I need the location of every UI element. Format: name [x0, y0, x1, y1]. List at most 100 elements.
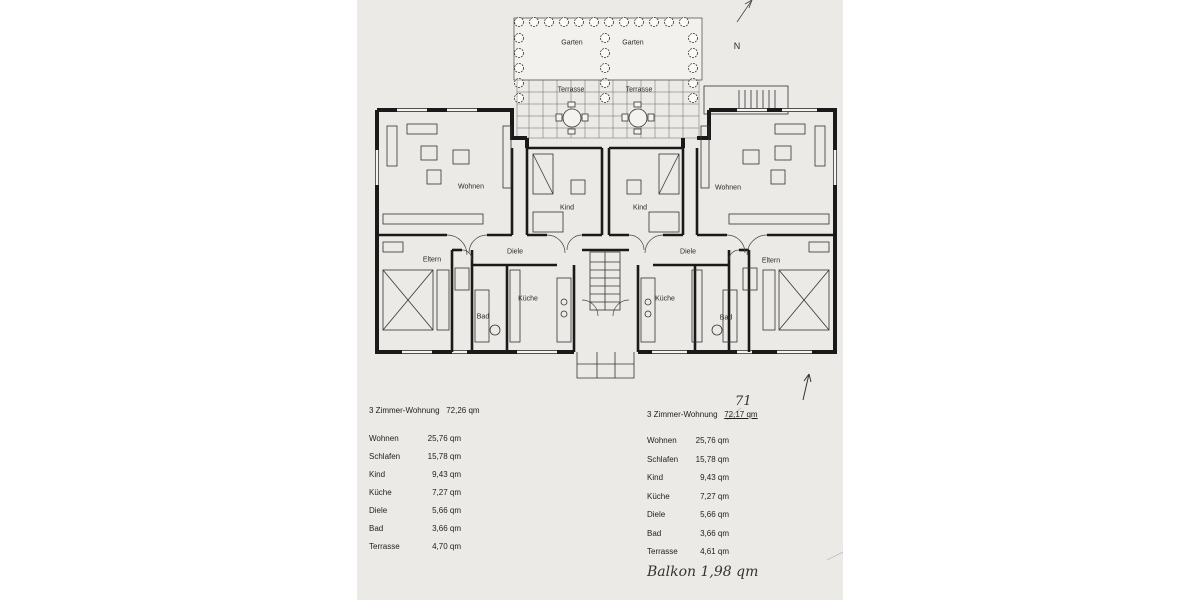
room-area: 5,66 qm — [432, 506, 461, 515]
shrub-icon — [604, 17, 614, 27]
shrub-icon — [529, 17, 539, 27]
room-name: Schlafen — [647, 454, 679, 464]
balcony-top-right — [703, 85, 789, 115]
area-row: Kind 9,43 qm — [369, 470, 529, 482]
label-bath-right: Bad — [719, 314, 733, 322]
shrub-icon — [544, 17, 554, 27]
floor-plan-drawing — [375, 0, 843, 561]
label-child-left: Kind — [559, 204, 575, 212]
area-row: Schlafen 15,78 qm — [647, 455, 807, 467]
shrub-icon — [600, 63, 610, 73]
shrub-icon — [649, 17, 659, 27]
area-row: Wohnen 25,76 qm — [647, 436, 807, 448]
north-label: N — [733, 41, 741, 51]
label-terrace-left: Terrasse — [557, 86, 585, 94]
label-terrace-right: Terrasse — [625, 86, 653, 94]
room-area: 9,43 qm — [700, 473, 729, 482]
shrub-icon — [600, 48, 610, 58]
label-kitchen-right: Küche — [655, 295, 675, 303]
room-area: 15,78 qm — [695, 454, 729, 464]
table-total: 72,26 qm — [446, 406, 480, 415]
room-name: Diele — [647, 510, 666, 519]
shrub-icon — [688, 78, 698, 88]
label-parents-left: Eltern — [422, 256, 442, 264]
exterior-walls — [375, 108, 837, 354]
room-area: 25,76 qm — [695, 436, 729, 445]
shrub-icon — [514, 48, 524, 58]
label-garden-right: Garten — [622, 39, 644, 47]
terrace-tables — [555, 101, 655, 135]
shrub-icon — [514, 33, 524, 43]
entrance-arrow — [802, 373, 812, 401]
shrub-icon — [559, 17, 569, 27]
shrub-icon — [688, 93, 698, 103]
room-area: 7,27 qm — [700, 491, 729, 501]
area-row: Terrasse 4,61 qm — [647, 547, 807, 559]
room-area: 3,66 qm — [432, 524, 461, 533]
label-living-left: Wohnen — [458, 183, 484, 191]
label-hall-right: Diele — [680, 248, 696, 256]
room-area: 15,78 qm — [427, 452, 461, 461]
label-garden-left: Garten — [561, 39, 583, 47]
interior-walls — [377, 146, 835, 352]
shrub-icon — [619, 17, 629, 27]
garden-shrubs — [514, 17, 698, 103]
room-name: Schlafen — [369, 452, 401, 461]
room-name: Kind — [647, 473, 664, 482]
area-table-left: 3 Zimmer-Wohnung 72,26 qm Wohnen 25,76 qm… — [369, 406, 569, 556]
furniture — [382, 123, 830, 343]
room-area: 5,66 qm — [700, 510, 729, 519]
door-swings — [446, 234, 768, 317]
north-arrow — [736, 0, 753, 23]
shrub-icon — [600, 33, 610, 43]
shrub-icon — [688, 33, 698, 43]
shrub-icon — [574, 17, 584, 27]
room-area: 9,43 qm — [432, 470, 461, 479]
room-name: Kind — [369, 470, 386, 479]
handwritten-total-correction: 71 — [735, 394, 752, 409]
area-row: Schlafen 15,78 qm — [369, 452, 529, 464]
room-name: Küche — [647, 491, 670, 501]
room-area: 3,66 qm — [700, 528, 729, 538]
label-kitchen-left: Küche — [518, 295, 538, 303]
handwritten-balcony-note: Balkon 1,98 qm — [647, 564, 759, 580]
table-title-text: 3 Zimmer-Wohnung — [369, 406, 440, 415]
table-title-right: 3 Zimmer-Wohnung 72,17 qm — [647, 410, 758, 419]
room-name: Diele — [369, 506, 388, 515]
shrub-icon — [664, 17, 674, 27]
room-area: 4,61 qm — [700, 547, 729, 556]
table-title-left: 3 Zimmer-Wohnung 72,26 qm — [369, 406, 480, 415]
windows — [375, 108, 837, 354]
room-name: Wohnen — [369, 434, 399, 443]
shrub-icon — [514, 93, 524, 103]
area-row: Kind 9,43 qm — [647, 473, 807, 485]
area-row: Küche 7,27 qm — [647, 492, 807, 504]
pen-marks — [726, 407, 843, 561]
room-area: 7,27 qm — [432, 488, 461, 497]
shrub-icon — [688, 48, 698, 58]
room-name: Terrasse — [647, 547, 678, 556]
label-hall-left: Diele — [507, 248, 523, 256]
area-row: Diele 5,66 qm — [647, 510, 807, 522]
area-row: Wohnen 25,76 qm — [369, 434, 529, 446]
shrub-icon — [589, 17, 599, 27]
label-living-right: Wohnen — [715, 184, 741, 192]
label-child-right: Kind — [632, 204, 648, 212]
label-parents-right: Eltern — [761, 257, 781, 265]
area-table-right: 3 Zimmer-Wohnung 72,17 qm 71 Wohnen 25,76… — [647, 394, 837, 580]
shrub-icon — [634, 17, 644, 27]
label-bath-left: Bad — [476, 313, 490, 321]
shrub-icon — [600, 78, 610, 88]
room-area: 4,70 qm — [432, 542, 461, 551]
area-row: Diele 5,66 qm — [369, 506, 529, 518]
room-name: Wohnen — [647, 436, 677, 445]
stairwell — [576, 251, 635, 379]
shrub-icon — [688, 63, 698, 73]
shrub-icon — [600, 93, 610, 103]
room-area: 25,76 qm — [427, 434, 461, 443]
room-name: Bad — [369, 524, 384, 533]
shrub-icon — [514, 63, 524, 73]
